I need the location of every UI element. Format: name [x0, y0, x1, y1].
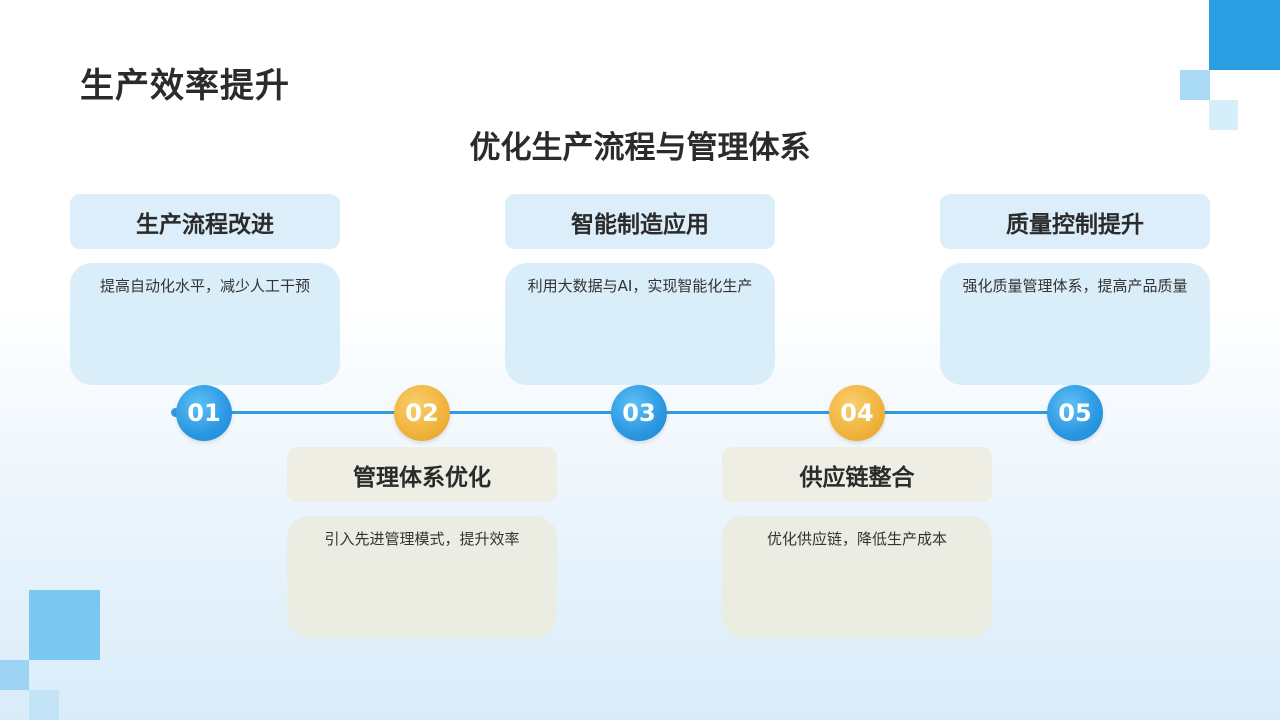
- decor-square-top-right-faint: [1209, 100, 1238, 130]
- decor-square-bottom-left: [29, 590, 100, 660]
- step-1-number-badge: 01: [176, 385, 232, 441]
- decor-square-bottom-left-small: [0, 660, 29, 690]
- step-4-number-badge: 04: [829, 385, 885, 441]
- decor-square-top-right: [1209, 0, 1280, 70]
- step-3-description: 利用大数据与AI，实现智能化生产: [505, 263, 775, 385]
- decor-square-top-right-small: [1180, 70, 1210, 100]
- page-title: 生产效率提升: [80, 66, 290, 106]
- step-2-description: 引入先进管理模式，提升效率: [287, 516, 557, 638]
- step-2-number-badge: 02: [394, 385, 450, 441]
- step-5-heading: 质量控制提升: [940, 194, 1210, 249]
- timeline-start-dot: [171, 408, 180, 417]
- step-3-number-badge: 03: [611, 385, 667, 441]
- step-1-description: 提高自动化水平，减少人工干预: [70, 263, 340, 385]
- step-2-heading: 管理体系优化: [287, 447, 557, 502]
- step-5-number-badge: 05: [1047, 385, 1103, 441]
- step-1-heading: 生产流程改进: [70, 194, 340, 249]
- decor-square-bottom-left-faint: [29, 690, 59, 720]
- step-4-description: 优化供应链，降低生产成本: [722, 516, 992, 638]
- step-4-heading: 供应链整合: [722, 447, 992, 502]
- step-3-heading: 智能制造应用: [505, 194, 775, 249]
- section-subtitle: 优化生产流程与管理体系: [469, 130, 811, 166]
- step-5-description: 强化质量管理体系，提高产品质量: [940, 263, 1210, 385]
